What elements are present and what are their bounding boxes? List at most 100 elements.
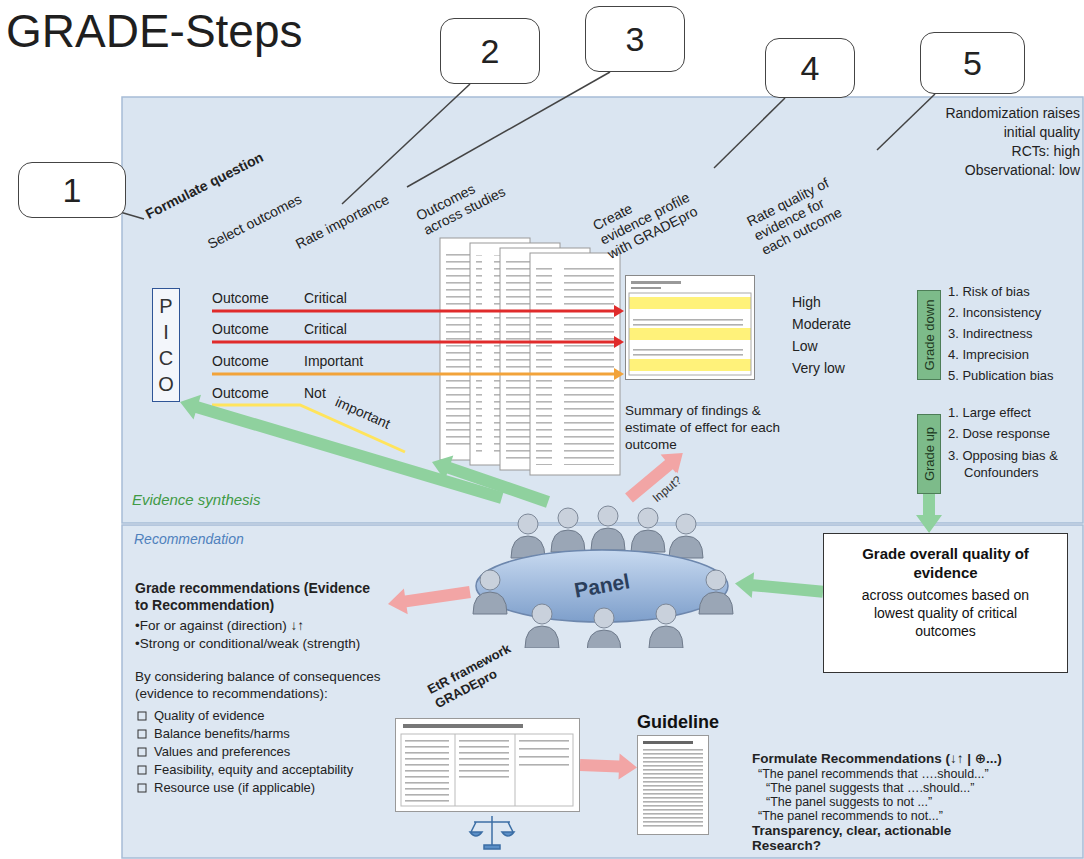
profile-row-highlight xyxy=(629,328,751,340)
doc-text-line xyxy=(459,740,509,742)
callout-tail xyxy=(407,72,610,187)
grade-direction-label: Grade down xyxy=(922,300,937,371)
doc-text-line xyxy=(633,354,743,356)
study-sheets xyxy=(440,238,620,475)
label-text: “The panel recommends to not...” xyxy=(758,809,943,823)
pico-node: P I C O xyxy=(152,288,180,402)
label-text: Research? xyxy=(752,838,821,853)
guideline-document-image xyxy=(637,735,709,835)
overall-node: Grade overall quality of evidence across … xyxy=(823,533,1068,673)
doc-text-line xyxy=(459,770,509,772)
grade-direction-label: Grade up xyxy=(922,427,937,481)
label-text: RCTs: high xyxy=(1012,143,1080,159)
label-text: Grade recommendations (Evidence to Recom… xyxy=(135,580,380,614)
profile-sheet xyxy=(626,276,755,380)
label-text: Rate importance xyxy=(293,191,392,252)
study-sheet-lines xyxy=(536,265,614,465)
label-text: 1. Risk of bias xyxy=(948,284,1030,299)
flow-arrow xyxy=(580,754,637,780)
doc-text-line xyxy=(405,758,449,760)
etr-sheet xyxy=(396,719,580,812)
box-bullet xyxy=(138,766,146,774)
critical-outcome-line xyxy=(212,341,614,344)
callout-number: 3 xyxy=(626,20,645,59)
box-bullet xyxy=(138,712,146,720)
box-heading: Grade overall quality of evidence xyxy=(861,544,1031,582)
label-text: Low xyxy=(792,338,818,354)
box-body: across outcomes based on lowest quality … xyxy=(851,586,1041,640)
flow-arrow xyxy=(916,494,942,533)
vbox-node: Grade up xyxy=(917,414,941,494)
label-text: Balance benefits/harms xyxy=(154,726,290,741)
person-body xyxy=(525,626,559,648)
label-text: important xyxy=(333,393,393,431)
synthesis-panel-ground xyxy=(122,97,1083,523)
doc-text-line xyxy=(459,758,509,760)
label-text: “The panel suggests to not ...” xyxy=(766,795,932,809)
etr-table xyxy=(401,734,573,806)
callout-tail xyxy=(342,84,470,204)
edge-label: Input? xyxy=(648,471,686,506)
label-text: 3. Opposing bias & Confounders xyxy=(948,447,1082,481)
doc-text-line xyxy=(643,797,703,799)
label-text: Not xyxy=(304,385,326,401)
doc-text-line xyxy=(405,770,449,772)
doc-text-line xyxy=(643,825,703,827)
callout-node: 4 xyxy=(765,38,855,98)
label-text: Transparency, clear, actionable xyxy=(752,823,951,838)
line-head xyxy=(614,368,624,380)
person-head xyxy=(706,570,726,590)
label-text: 2. Inconsistency xyxy=(948,305,1041,320)
label-text: Moderate xyxy=(792,316,851,332)
callout-node: 1 xyxy=(18,162,126,218)
doc-text-line xyxy=(633,319,743,321)
doc-text-line xyxy=(643,813,703,815)
guide-node: Guideline xyxy=(637,712,737,835)
person-body xyxy=(591,528,625,550)
callout-number: 5 xyxy=(963,44,982,83)
doc-text-line xyxy=(643,817,703,819)
profile-caption: Summary of findings & estimate of effect… xyxy=(625,402,790,453)
person-head xyxy=(638,508,658,528)
doc-text-line xyxy=(519,740,569,742)
person-body xyxy=(649,626,683,648)
label-text: Values and preferences xyxy=(154,744,290,759)
doc-text-line xyxy=(405,800,449,802)
person-head xyxy=(598,506,618,526)
label-text: Very low xyxy=(792,360,845,376)
label-text: Formulate Recommendations (↓↑ | ⊕...) xyxy=(752,750,1002,766)
doc-text-line xyxy=(643,805,703,807)
person-head xyxy=(532,604,552,624)
doc-text-line xyxy=(519,748,569,750)
etr-document-image xyxy=(395,718,580,812)
person-body xyxy=(587,630,621,648)
doc-text-line xyxy=(405,782,449,784)
box-bullet xyxy=(138,748,146,756)
doc-text-line xyxy=(643,793,703,795)
label-text: •For or against (direction) ↓↑ xyxy=(135,618,304,633)
label-text: 3. Indirectness xyxy=(948,326,1033,341)
person-head xyxy=(594,608,614,628)
profile-row-highlight xyxy=(629,359,751,371)
line-head xyxy=(614,305,624,317)
slide-title: GRADE-Steps xyxy=(6,4,303,58)
doc-text-line xyxy=(643,773,703,775)
doc-text-line xyxy=(643,789,703,791)
scales-string xyxy=(508,822,513,832)
label-text: Outcome xyxy=(212,385,269,401)
person-body xyxy=(473,592,507,614)
label-text: “The panel recommends that ….should...” xyxy=(758,767,989,781)
doc-text-line xyxy=(519,764,569,766)
label-text: By considering balance of consequences (… xyxy=(135,668,425,702)
etr-column xyxy=(515,734,516,806)
label-text: Critical xyxy=(304,290,347,306)
person-head xyxy=(518,514,538,534)
person-body xyxy=(551,530,585,552)
panel-node: Evidence synthesisP I C OSummary of find… xyxy=(122,97,1083,523)
etr-node: EtR framework GRADEpro xyxy=(395,718,580,812)
profile-table-frame xyxy=(629,293,751,375)
evidence-profile-image xyxy=(625,275,755,380)
guideline-title-bar xyxy=(643,741,693,744)
doc-text-line xyxy=(405,776,449,778)
box-bullet xyxy=(138,784,146,792)
